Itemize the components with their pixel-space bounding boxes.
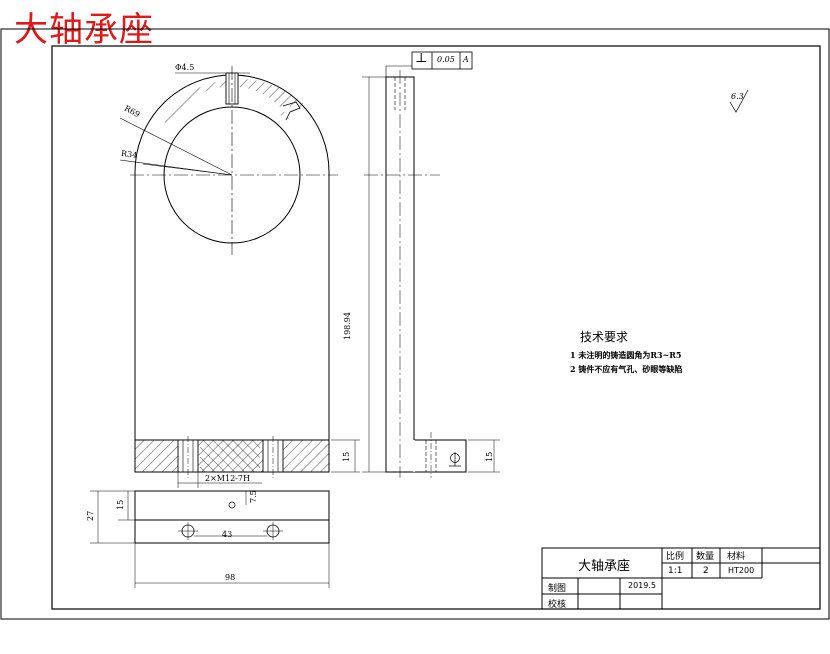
title-block-name: 大轴承座 [578, 559, 631, 574]
dim-hole-dia: Φ4.5 [175, 63, 195, 72]
ring-hatch [160, 79, 305, 125]
plan-hole-top [228, 501, 236, 509]
plan-outline [134, 490, 330, 544]
drawing-title: 大轴承座 [14, 10, 154, 50]
dim-plan-offset: 7.5 [249, 490, 258, 503]
plan-view [90, 490, 330, 588]
title-block-checked-by: 校核 [548, 600, 567, 610]
dim-hole-spacing: 43 [222, 530, 233, 539]
dim-base-width: 98 [225, 573, 236, 582]
sheet-outer-frame [0, 28, 830, 620]
break-line [282, 101, 301, 121]
tech-requirements-heading: 技术要求 [580, 330, 629, 344]
title-block-qty-label: 数量 [696, 552, 715, 562]
title-block-drawn-by: 制图 [548, 584, 567, 594]
tolerance-datum: A [463, 55, 469, 64]
tolerance-value: 0.05 [437, 55, 455, 64]
side-foot [413, 439, 467, 473]
dim-tapped-holes: 2×M12-7H [205, 474, 250, 483]
r69-leader [119, 117, 233, 176]
title-block-scale-value: 1:1 [668, 566, 683, 576]
tech-requirement-1: 1 未注明的铸造圆角为R3~R5 [570, 350, 682, 360]
title-block-scale-label: 比例 [666, 552, 685, 562]
dim-plan-half: 15 [116, 499, 125, 510]
title-block [541, 547, 821, 610]
title-block-qty-value: 2 [703, 566, 709, 576]
roughness-value: 6.3 [731, 92, 744, 101]
title-block-date: 2019.5 [628, 581, 656, 590]
tolerance-symbol: ⊥ [415, 51, 428, 66]
side-view [362, 65, 500, 478]
tech-requirement-2: 2 铸件不应有气孔、砂眼等缺陷 [570, 364, 683, 374]
dim-base-thickness-side: 15 [485, 451, 494, 462]
title-block-material-value: HT200 [728, 566, 755, 575]
tolerance-frame [411, 51, 473, 70]
dim-plan-depth: 27 [86, 510, 95, 521]
dim-base-thickness-front: 15 [342, 451, 351, 462]
sheet-inner-frame [51, 45, 821, 610]
roughness-symbol [729, 89, 749, 113]
title-block-material-label: 材料 [727, 552, 746, 562]
front-view [119, 66, 360, 488]
dim-height-total: 198.94 [343, 312, 352, 340]
